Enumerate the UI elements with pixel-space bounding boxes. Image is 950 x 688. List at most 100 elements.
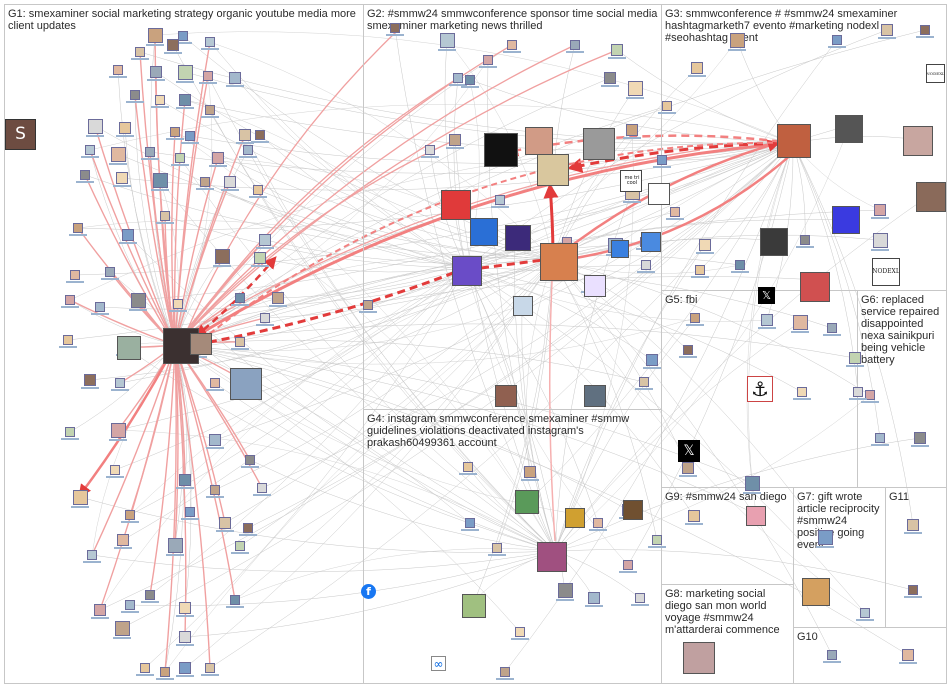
network-node[interactable] [641, 260, 651, 270]
network-node[interactable] [363, 300, 373, 310]
network-node[interactable] [908, 585, 918, 595]
network-node[interactable] [224, 176, 236, 188]
network-node[interactable] [611, 44, 623, 56]
network-node[interactable] [214, 248, 230, 264]
network-node[interactable] [235, 293, 245, 303]
network-node[interactable] [185, 131, 195, 141]
network-node[interactable] [657, 155, 667, 165]
network-node[interactable] [235, 541, 245, 551]
network-node[interactable] [652, 535, 662, 545]
network-node[interactable] [150, 66, 162, 78]
network-node[interactable] [390, 23, 400, 33]
network-node[interactable] [257, 483, 267, 493]
network-node[interactable] [117, 534, 129, 546]
network-node[interactable] [95, 302, 105, 312]
network-node[interactable] [152, 172, 168, 188]
network-node[interactable] [70, 270, 80, 280]
network-node[interactable] [465, 75, 475, 85]
hub-node[interactable] [495, 385, 517, 407]
network-node[interactable] [425, 145, 435, 155]
network-node[interactable] [243, 523, 253, 533]
node-meta[interactable]: ∞ [431, 656, 446, 671]
network-node[interactable] [210, 485, 220, 495]
network-node[interactable] [881, 24, 893, 36]
hub-node[interactable] [641, 232, 661, 252]
network-node[interactable] [439, 32, 455, 48]
network-node[interactable] [110, 465, 120, 475]
hub-node[interactable] [683, 642, 715, 674]
network-node[interactable] [116, 172, 128, 184]
network-node[interactable] [507, 40, 517, 50]
network-node[interactable] [115, 378, 125, 388]
network-node[interactable] [639, 377, 649, 387]
hub-node[interactable] [565, 508, 585, 528]
hub-node[interactable] [916, 182, 946, 212]
hub-node[interactable] [484, 133, 518, 167]
node-x-g5[interactable]: 𝕏 [678, 440, 700, 462]
node-facebook[interactable]: f [361, 584, 376, 599]
hub-node[interactable] [470, 218, 498, 246]
hub-node[interactable] [800, 272, 830, 302]
network-node[interactable] [253, 185, 263, 195]
network-node[interactable] [683, 345, 693, 355]
hub-node[interactable] [903, 126, 933, 156]
network-node[interactable] [744, 475, 760, 491]
network-node[interactable] [119, 122, 131, 134]
network-node[interactable] [670, 207, 680, 217]
network-node[interactable] [465, 518, 475, 528]
network-node[interactable] [761, 314, 773, 326]
network-node[interactable] [125, 510, 135, 520]
network-node[interactable] [63, 335, 73, 345]
hub-node[interactable] [230, 368, 262, 400]
network-node[interactable] [179, 631, 191, 643]
hub-node[interactable] [441, 190, 471, 220]
network-node[interactable] [210, 378, 220, 388]
hub-node[interactable] [452, 256, 482, 286]
hub-node[interactable] [537, 542, 567, 572]
hub-node[interactable] [584, 275, 606, 297]
node-nodexl-g6[interactable]: NODEXL [872, 258, 900, 286]
network-node[interactable] [113, 65, 123, 75]
hub-node[interactable] [515, 490, 539, 514]
network-node[interactable] [623, 560, 633, 570]
network-node[interactable] [872, 232, 888, 248]
network-node[interactable] [130, 292, 146, 308]
network-node[interactable] [230, 595, 240, 605]
network-node[interactable] [792, 314, 808, 330]
network-node[interactable] [875, 433, 885, 443]
hub-node[interactable] [513, 296, 533, 316]
network-node[interactable] [688, 510, 700, 522]
hub-node[interactable] [760, 228, 788, 256]
hub-node[interactable] [835, 115, 863, 143]
network-node[interactable] [85, 145, 95, 155]
node-x-g3[interactable]: 𝕏 [758, 287, 775, 304]
network-node[interactable] [245, 455, 255, 465]
network-node[interactable] [205, 37, 215, 47]
hub-node[interactable] [537, 154, 569, 186]
hub-node[interactable] [525, 127, 553, 155]
hub-node[interactable] [623, 500, 643, 520]
network-node[interactable] [243, 145, 253, 155]
network-node[interactable] [160, 211, 170, 221]
hub-node[interactable] [648, 183, 670, 205]
network-node[interactable] [209, 434, 221, 446]
network-node[interactable] [635, 593, 645, 603]
network-node[interactable] [662, 101, 672, 111]
network-node[interactable] [691, 62, 703, 74]
network-node[interactable] [147, 27, 163, 43]
network-node[interactable] [185, 507, 195, 517]
network-node[interactable] [690, 313, 700, 323]
network-node[interactable] [179, 602, 191, 614]
network-node[interactable] [255, 130, 265, 140]
network-node[interactable] [110, 146, 126, 162]
network-node[interactable] [229, 72, 241, 84]
network-node[interactable] [114, 620, 130, 636]
network-node[interactable] [110, 422, 126, 438]
network-node[interactable] [832, 35, 842, 45]
network-node[interactable] [178, 31, 188, 41]
network-node[interactable] [463, 462, 473, 472]
network-node[interactable] [557, 582, 573, 598]
network-node[interactable] [65, 427, 75, 437]
network-node[interactable] [500, 667, 510, 677]
node-nodexl-g3[interactable]: NODEXL [926, 64, 945, 83]
